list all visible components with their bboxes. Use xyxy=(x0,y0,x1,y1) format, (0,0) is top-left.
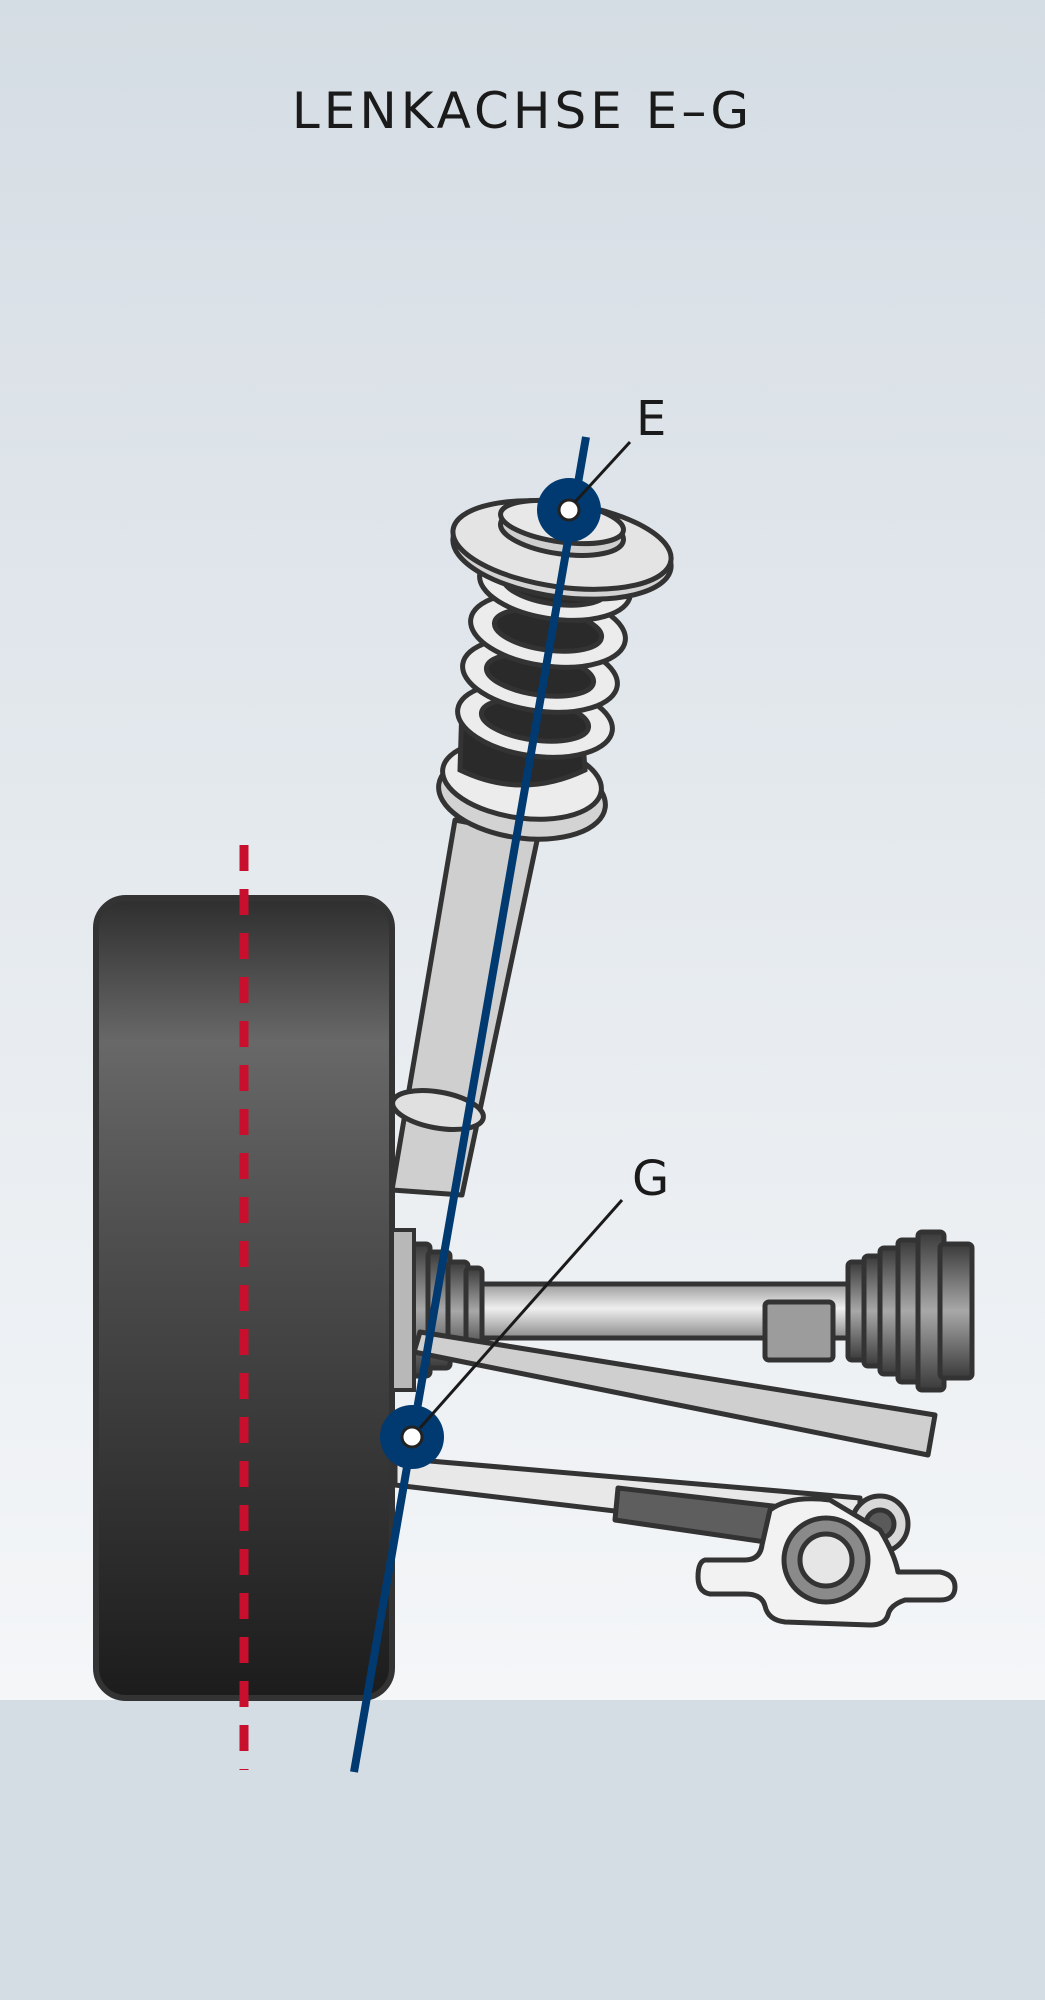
diagram-title: LENKACHSE E–G xyxy=(291,82,754,140)
inner-cv-boot xyxy=(845,1229,975,1393)
wheel-hub xyxy=(390,1228,416,1392)
steering-axis-line xyxy=(350,436,590,1773)
ground xyxy=(0,1700,1045,2000)
point-g-label: G xyxy=(632,1151,669,1207)
point-e-label: E xyxy=(636,391,666,447)
strut-collar xyxy=(390,1088,486,1132)
point-e-marker: E xyxy=(537,391,666,542)
lower-control-arm xyxy=(392,1455,958,1628)
point-g-marker: G xyxy=(380,1151,669,1469)
